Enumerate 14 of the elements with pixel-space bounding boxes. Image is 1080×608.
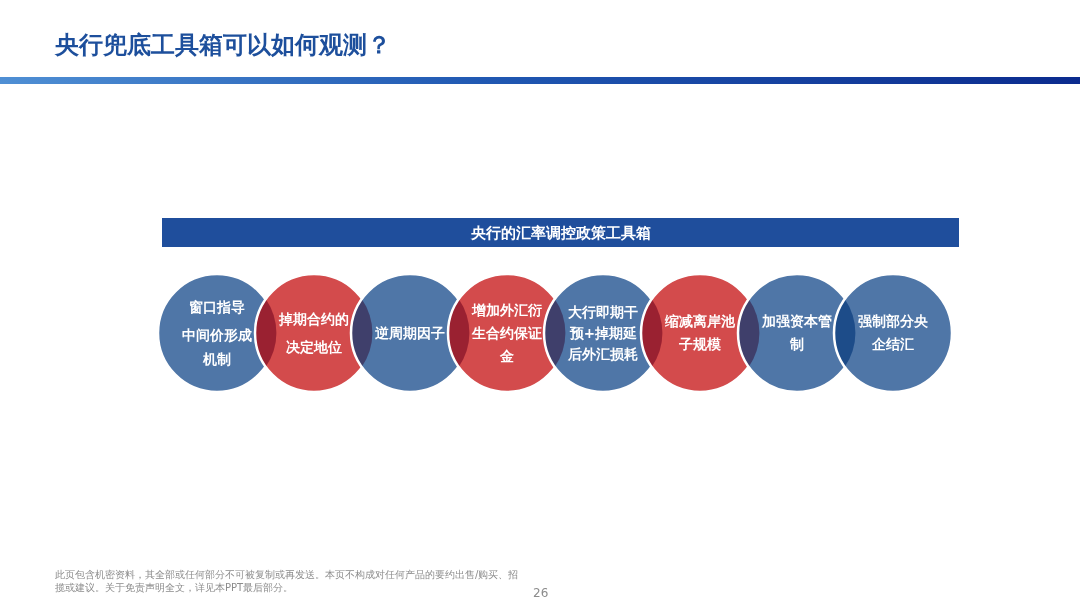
- circle-label: 增加外汇衍生合约保证金: [470, 300, 543, 366]
- circle-label: 窗口指导: [188, 297, 246, 317]
- banner-title: 央行的汇率调控政策工具箱: [470, 222, 651, 243]
- circle-label: 逆周期因子: [374, 324, 447, 343]
- circle-label: 加强资本管制: [760, 312, 833, 354]
- circle-label: 掉期合约的决定地位: [277, 310, 350, 357]
- circle-label: 大行即期干预+掉期延后外汇损耗: [567, 302, 640, 364]
- circle-label: 中间价形成机制: [181, 325, 253, 369]
- circle-label: 缩减离岸池子规模: [664, 312, 736, 354]
- disclaimer-text: 此页包含机密资料，其全部或任何部分不可被复制或再发送。本页不构成对任何产品的要约出售/购买、招揽或建议。关于免责声明全文，详见本PPT最后部分。: [55, 568, 520, 594]
- circle-label: 强制部分央企结汇: [857, 312, 930, 354]
- header-bar: [162, 218, 959, 247]
- page-number: 26: [533, 585, 549, 601]
- page-title: 央行兜底工具箱可以如何观测？: [55, 30, 391, 61]
